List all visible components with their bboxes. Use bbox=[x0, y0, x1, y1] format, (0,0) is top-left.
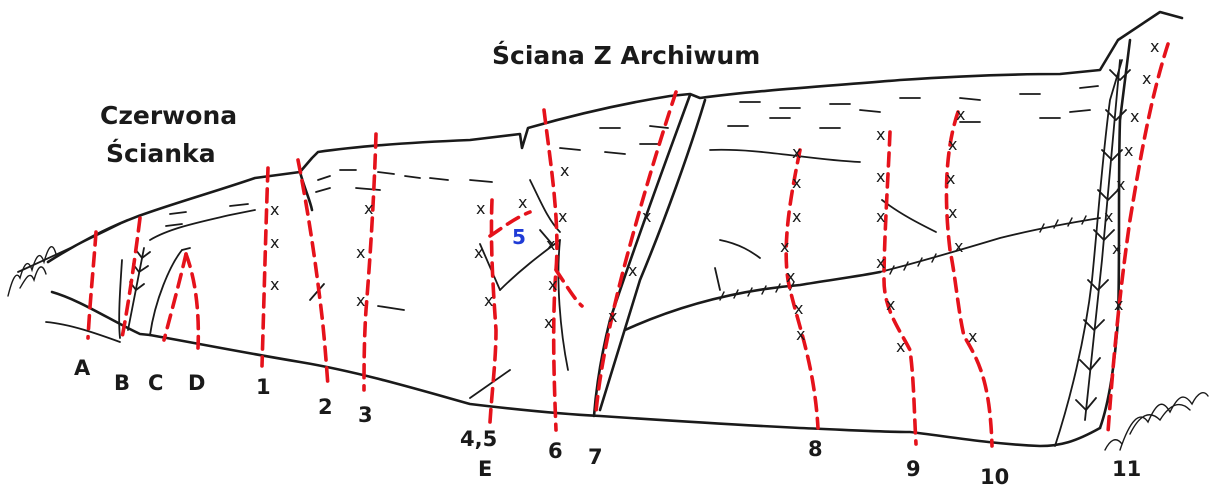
route-line-B bbox=[120, 216, 142, 340]
route-line-8 bbox=[784, 148, 820, 430]
bolt-marker: x bbox=[544, 313, 553, 332]
route-label-7: 7 bbox=[588, 445, 603, 469]
bolt-marker: x bbox=[518, 193, 527, 212]
route-line-9 bbox=[882, 130, 918, 446]
route-line-10 bbox=[944, 110, 994, 448]
bolt-marker: x bbox=[946, 169, 955, 188]
bolt-marker: x bbox=[1116, 175, 1125, 194]
bolt-marker: x bbox=[1124, 141, 1133, 160]
bolt-marker: x bbox=[1130, 107, 1139, 126]
route-label-3: 3 bbox=[358, 403, 373, 427]
route-label-6: 6 bbox=[548, 439, 563, 463]
bolt-marker: x bbox=[476, 199, 485, 218]
bolt-marker: x bbox=[876, 253, 885, 272]
route-label-8: 8 bbox=[808, 437, 823, 461]
bolt-marker: x bbox=[876, 125, 885, 144]
route-label-D: D bbox=[188, 371, 205, 395]
route-line-6b bbox=[554, 268, 584, 308]
crack-arrows bbox=[127, 59, 1131, 421]
route-label-11: 11 bbox=[1112, 457, 1141, 481]
bolt-marker: x bbox=[356, 243, 365, 262]
bolt-marker: x bbox=[792, 173, 801, 192]
route-line-5-variant bbox=[488, 210, 532, 238]
route-label-B: B bbox=[114, 371, 130, 395]
bolt-marker: x bbox=[896, 337, 905, 356]
bolt-marker: x bbox=[484, 291, 493, 310]
bolt-marker: x bbox=[968, 327, 977, 346]
bolt-marker: x bbox=[954, 237, 963, 256]
route-label-9: 9 bbox=[906, 457, 921, 481]
bolt-marker: x bbox=[792, 143, 801, 162]
wall-title-archiwum: Ściana Z Archiwum bbox=[492, 40, 760, 70]
route-label-C: C bbox=[148, 371, 163, 395]
roof-dash-marks bbox=[165, 85, 1099, 227]
bolt-marker: x bbox=[548, 275, 557, 294]
bolt-marker: x bbox=[948, 135, 957, 154]
bolt-marker: x bbox=[1142, 69, 1151, 88]
route-line-2 bbox=[296, 158, 330, 388]
bolt-marker: x bbox=[628, 261, 637, 280]
bolt-marker: x bbox=[796, 325, 805, 344]
bolt-marker: x bbox=[948, 203, 957, 222]
bolt-marker: x bbox=[642, 207, 651, 226]
bolt-marker: x bbox=[364, 199, 373, 218]
grass-tufts bbox=[7, 215, 1209, 451]
route-label-E: E bbox=[478, 457, 492, 481]
wall-titles: Czerwona Ścianka Ściana Z Archiwum bbox=[100, 40, 760, 168]
route-label-10: 10 bbox=[980, 465, 1009, 486]
bolt-marker: x bbox=[356, 291, 365, 310]
bolt-marker: x bbox=[1150, 37, 1159, 56]
bolt-marker: x bbox=[270, 275, 279, 294]
route-label-2: 2 bbox=[318, 395, 333, 419]
bolt-marker: x bbox=[270, 200, 279, 219]
route-line-1 bbox=[260, 166, 270, 368]
route-line-7 bbox=[594, 90, 678, 414]
bolt-marker: x bbox=[546, 235, 555, 254]
route-line-A bbox=[86, 230, 98, 340]
bolt-marker: x bbox=[1112, 239, 1121, 258]
bolt-marker: x bbox=[558, 207, 567, 226]
bolt-marker: x bbox=[474, 243, 483, 262]
wall-title-czerwona: Czerwona bbox=[100, 101, 237, 130]
bolt-marker: x bbox=[1104, 207, 1113, 226]
bolt-marker: x bbox=[1114, 295, 1123, 314]
route-line-C bbox=[162, 252, 188, 342]
bolt-marker: x bbox=[794, 299, 803, 318]
route-line-11 bbox=[1106, 42, 1170, 434]
bolt-marker: x bbox=[270, 233, 279, 252]
bolt-marker: x bbox=[876, 167, 885, 186]
bolt-marker: x bbox=[560, 161, 569, 180]
route-line-D bbox=[184, 252, 201, 350]
route-label-1: 1 bbox=[256, 375, 271, 399]
bolt-markers: x x x x x x x x x x x x x x x x x x x x … bbox=[270, 37, 1159, 356]
bolt-marker: x bbox=[956, 105, 965, 124]
bolt-marker: x bbox=[876, 207, 885, 226]
route-line-4-5 bbox=[488, 198, 498, 424]
bolt-marker: x bbox=[608, 307, 617, 326]
route-label-4-5: 4,5 bbox=[460, 427, 497, 451]
wall-title-scianka: Ścianka bbox=[106, 138, 216, 168]
bolt-marker: x bbox=[780, 237, 789, 256]
route-lines bbox=[86, 42, 1170, 448]
bolt-marker: x bbox=[886, 295, 895, 314]
route-line-3 bbox=[362, 132, 378, 392]
bolt-marker: x bbox=[786, 267, 795, 286]
route-label-A: A bbox=[74, 356, 91, 380]
bolt-marker: x bbox=[792, 207, 801, 226]
route-labels: A B C D 1 2 3 4,5 E 5 6 7 8 9 10 11 bbox=[74, 225, 1141, 486]
route-label-5-blue: 5 bbox=[512, 225, 526, 249]
